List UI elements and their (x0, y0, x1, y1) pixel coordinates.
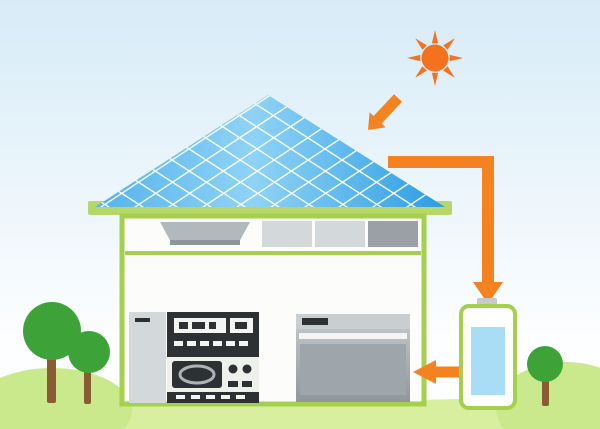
arrow-head-down (473, 282, 503, 304)
tree-foliage (68, 331, 110, 373)
cabinet-door (315, 221, 365, 247)
house-icon (119, 213, 427, 407)
cabinet-door (262, 221, 312, 247)
side-cabinet (129, 312, 166, 403)
knob (242, 364, 252, 374)
display-segment (235, 322, 247, 329)
button (221, 395, 230, 399)
tree-foliage (527, 346, 563, 382)
dishwasher-top-panel (296, 314, 410, 329)
upper-cabinets-icon (262, 221, 418, 247)
battery-to-home-arrow-icon (413, 360, 459, 384)
sunlight-arrow-icon (368, 94, 402, 130)
display-segment (192, 322, 205, 329)
hood-underside (170, 240, 240, 245)
sun-core (421, 44, 449, 72)
button (191, 395, 200, 399)
left-bush (0, 368, 132, 429)
microwave-window (178, 364, 216, 385)
energy-flow-line (388, 156, 494, 284)
panel-to-battery-arrow-icon (388, 156, 503, 304)
button (200, 341, 209, 346)
dishwasher-handle (302, 318, 328, 325)
dishwasher-front-panel (300, 344, 406, 395)
solar-panel-surface (95, 95, 445, 207)
sun-rays (407, 30, 463, 86)
left-greenery (0, 302, 132, 429)
button (226, 341, 235, 346)
display-segment (209, 322, 216, 329)
cabinet-door (368, 221, 418, 247)
dishwasher-slot (299, 333, 407, 339)
button (239, 341, 248, 346)
button (228, 381, 238, 387)
arrow-head-left (413, 360, 436, 384)
button (213, 341, 222, 346)
battery-cell (471, 327, 505, 395)
button (236, 395, 245, 399)
dishwasher-icon (296, 314, 410, 402)
side-cabinet-handle (135, 318, 150, 322)
knob (228, 364, 238, 374)
hood-body (160, 222, 250, 244)
floor-divider (125, 251, 421, 255)
button (176, 395, 185, 399)
sun-icon (407, 30, 463, 86)
battery-icon (459, 298, 517, 410)
tree-foliage (23, 302, 81, 360)
oven-unit-icon (167, 312, 259, 403)
right-greenery (496, 346, 600, 429)
button (206, 395, 215, 399)
button (242, 381, 252, 387)
button (174, 341, 183, 346)
display-segment (179, 322, 188, 329)
range-hood-icon (160, 222, 250, 245)
button (187, 341, 196, 346)
